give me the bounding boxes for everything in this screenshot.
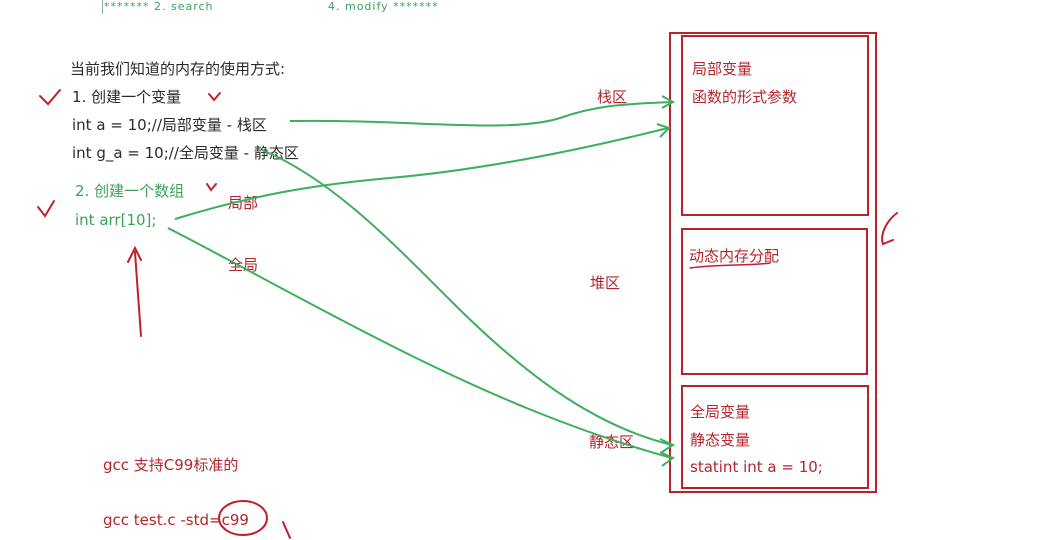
notes-item-create-array: 2. 创建一个数组	[75, 182, 185, 200]
check-mark-icon	[39, 89, 61, 106]
arrowhead-icon	[656, 123, 671, 138]
arrowhead-icon	[659, 451, 675, 467]
heap-box	[681, 228, 868, 375]
label-heap-region: 堆区	[590, 274, 621, 292]
top-strip-right-text: 4. modify *******	[328, 0, 439, 13]
arrow-array-to-stack	[174, 127, 669, 220]
heap-item-dynamic-alloc: 动态内存分配	[689, 247, 780, 265]
static-box	[681, 385, 869, 489]
tick-mark-icon	[282, 521, 291, 539]
bracket-mark-icon	[881, 212, 898, 246]
circle-mark	[218, 500, 268, 536]
notes-item-create-variable: 1. 创建一个变量	[72, 88, 182, 106]
code-line-array: int arr[10];	[75, 211, 157, 229]
arrow-global-to-static	[261, 149, 673, 446]
static-item-global-vars: 全局变量	[690, 403, 751, 421]
label-stack-region: 栈区	[597, 88, 628, 106]
notes-heading: 当前我们知道的内存的使用方式:	[70, 60, 286, 78]
check-mark-icon	[37, 200, 55, 218]
up-arrow-icon	[127, 245, 142, 263]
check-mark-icon	[206, 183, 217, 192]
check-mark-icon	[208, 92, 221, 102]
arrow-array-to-static	[167, 227, 673, 459]
static-item-static-vars: 静态变量	[690, 431, 751, 449]
arrowhead-icon	[659, 438, 676, 453]
top-strip-left-text: ******* 2. search	[104, 0, 214, 13]
gcc-command: gcc test.c -std=c99	[103, 511, 249, 529]
code-line-local-var: int a = 10;//局部变量 - 栈区	[72, 116, 267, 134]
stack-box	[681, 35, 869, 216]
arrowhead-icon	[661, 95, 676, 109]
arrow-local-to-stack	[289, 101, 673, 127]
underline-mark	[689, 262, 771, 269]
static-item-code: statint int a = 10;	[690, 458, 823, 476]
top-strip: ******* 2. search 4. modify *******	[100, 0, 520, 14]
label-static-region: 静态区	[589, 433, 635, 451]
stack-item-local-vars: 局部变量	[692, 60, 753, 78]
code-line-global-var: int g_a = 10;//全局变量 - 静态区	[72, 144, 299, 162]
stack-item-params: 函数的形式参数	[692, 88, 798, 106]
up-arrow-icon	[134, 251, 142, 337]
top-divider-line	[102, 0, 103, 14]
memory-outer-box	[669, 32, 877, 493]
gcc-c99-note: gcc 支持C99标准的	[103, 456, 239, 474]
label-global: 全局	[228, 256, 259, 274]
